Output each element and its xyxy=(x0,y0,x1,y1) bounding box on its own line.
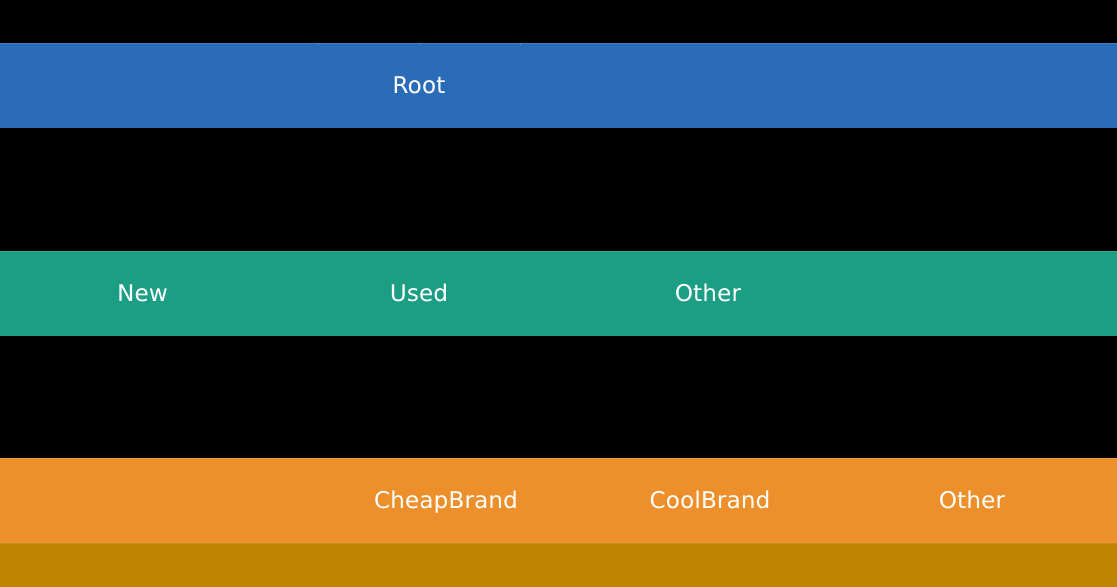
icicle-level-leaf-level xyxy=(0,543,1117,587)
icicle-node-unlabeled[interactable] xyxy=(0,543,1117,587)
icicle-level-condition-level: New Used Other xyxy=(0,251,1117,336)
icicle-node-used[interactable]: Used xyxy=(318,251,518,336)
icicle-node-unlabeled[interactable] xyxy=(518,251,608,336)
icicle-node-label: Used xyxy=(389,280,449,307)
icicle-node-label: CheapBrand xyxy=(374,487,518,514)
icicle-node-label: New xyxy=(117,280,168,307)
icicle-node-cheapbrand[interactable]: CheapBrand xyxy=(345,458,545,543)
icicle-node-label: Other xyxy=(938,487,1006,514)
icicle-node-root[interactable]: Root xyxy=(0,43,1117,128)
icicle-node-unlabeled[interactable] xyxy=(0,458,345,543)
icicle-node-label: CoolBrand xyxy=(649,487,771,514)
icicle-level-root-level: Root xyxy=(0,43,1117,128)
icicle-node-separator xyxy=(420,43,421,46)
icicle-node-unlabeled[interactable] xyxy=(810,251,1117,336)
icicle-node-label: Other xyxy=(674,280,742,307)
icicle-node-other[interactable]: Other xyxy=(608,251,810,336)
icicle-node-unlabeled[interactable] xyxy=(0,251,43,336)
icicle-node-label: Root xyxy=(392,72,446,99)
icicle-node-other[interactable]: Other xyxy=(873,458,1117,543)
icicle-node-new[interactable]: New xyxy=(43,251,242,336)
icicle-node-separator xyxy=(318,43,319,46)
icicle-level-brand-level: CheapBrand CoolBrand Other xyxy=(0,458,1117,543)
icicle-node-unlabeled[interactable] xyxy=(545,458,605,543)
icicle-node-unlabeled[interactable] xyxy=(808,458,873,543)
icicle-node-separator xyxy=(520,43,521,46)
icicle-node-coolbrand[interactable]: CoolBrand xyxy=(605,458,808,543)
icicle-node-unlabeled[interactable] xyxy=(242,251,318,336)
